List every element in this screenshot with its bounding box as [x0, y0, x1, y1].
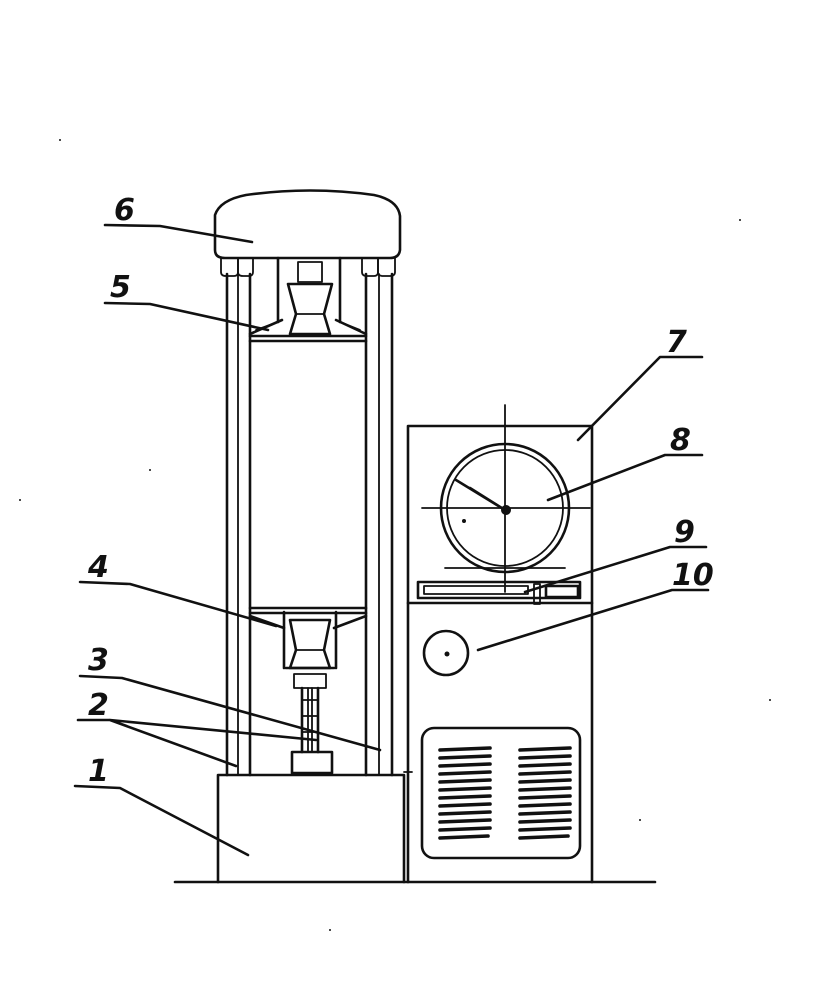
left-column — [225, 272, 252, 777]
screw-rod — [290, 686, 334, 775]
leader-8 — [546, 453, 704, 502]
leader-10 — [476, 588, 710, 652]
leader-6 — [103, 223, 254, 244]
leader-4 — [78, 580, 278, 628]
base-block — [216, 771, 413, 884]
leader-3 — [78, 674, 382, 752]
lower-grip — [248, 606, 368, 689]
label-8: 8 — [670, 423, 691, 458]
leader-7 — [576, 355, 704, 442]
callout-labels: 6 5 4 3 2 1 7 8 9 10 — [87, 193, 714, 789]
indicator-bar — [416, 580, 582, 605]
control-knob — [422, 629, 470, 677]
leader-2 — [76, 718, 318, 768]
dial-gauge — [421, 404, 591, 593]
right-column — [364, 272, 394, 777]
paper-speckles — [19, 139, 771, 931]
label-6: 6 — [114, 193, 135, 228]
dial-needle — [454, 478, 507, 512]
label-3: 3 — [88, 643, 109, 678]
leader-1 — [73, 784, 250, 857]
label-4: 4 — [87, 550, 109, 585]
label-1: 1 — [88, 754, 109, 789]
upper-crosshead — [213, 189, 402, 277]
label-5: 5 — [110, 270, 131, 305]
leader-lines — [73, 223, 710, 857]
label-7: 7 — [666, 325, 687, 360]
label-10: 10 — [672, 558, 714, 593]
label-9: 9 — [674, 515, 695, 550]
vent-panel — [420, 726, 582, 860]
leader-5 — [103, 301, 270, 332]
label-2: 2 — [88, 688, 109, 723]
leader-9 — [523, 545, 708, 594]
